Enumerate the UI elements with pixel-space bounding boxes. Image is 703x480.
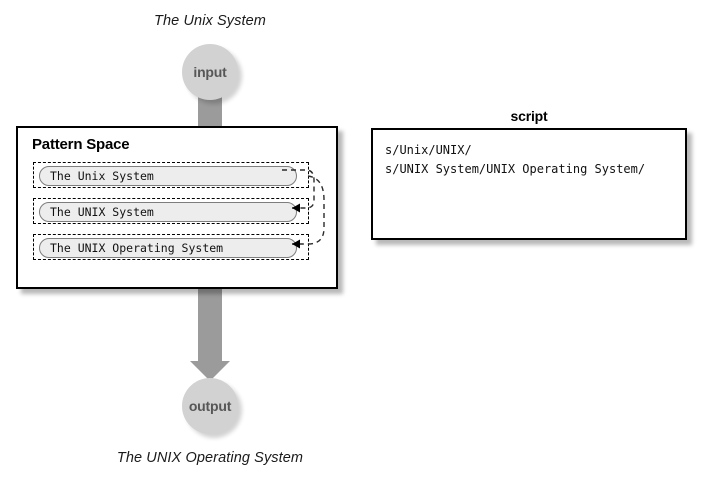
- output-node-label: output: [188, 398, 232, 414]
- pattern-space-line-0: The Unix System: [39, 166, 297, 186]
- input-caption: The Unix System: [154, 13, 266, 29]
- script-line-1: s/UNIX System/UNIX Operating System/: [385, 162, 646, 176]
- dashed-loop-arrow-icon-1: [282, 169, 315, 213]
- pattern-space-line-slot: The UNIX System: [33, 198, 309, 224]
- output-node: output: [182, 378, 238, 434]
- pattern-space-title: Pattern Space: [32, 136, 130, 153]
- output-caption: The UNIX Operating System: [116, 450, 304, 466]
- dashed-loop-arrow-icon-group: [282, 169, 325, 249]
- input-node: input: [182, 44, 238, 100]
- dashed-loop-arrow-icon-2: [292, 175, 325, 249]
- script-line-0: s/Unix/UNIX/: [385, 143, 472, 157]
- script-title: script: [510, 108, 548, 124]
- script-panel: s/Unix/UNIX/ s/UNIX System/UNIX Operatin…: [371, 128, 687, 240]
- pattern-space-panel: Pattern Space The Unix System The UNIX S…: [16, 126, 338, 289]
- down-arrow-icon-bottom: [190, 288, 230, 388]
- pattern-space-line-slot: The Unix System: [33, 162, 309, 188]
- pattern-space-line-2: The UNIX Operating System: [39, 238, 297, 258]
- input-node-label: input: [193, 64, 227, 80]
- pattern-space-line-1: The UNIX System: [39, 202, 297, 222]
- pattern-space-line-slot: The UNIX Operating System: [33, 234, 309, 260]
